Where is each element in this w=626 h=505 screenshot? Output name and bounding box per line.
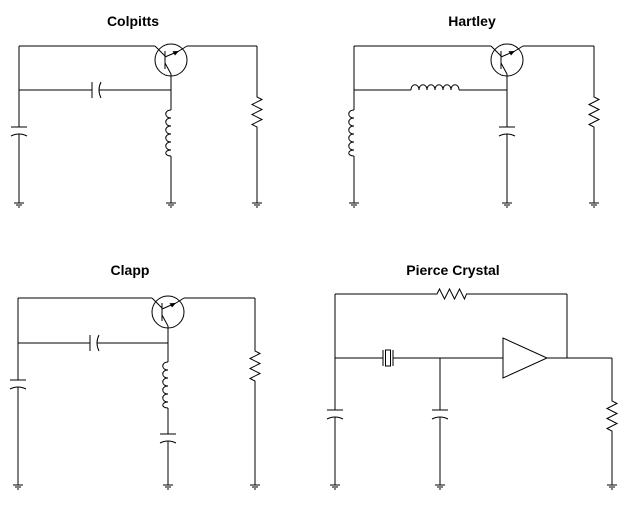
resistor-icon (605, 396, 619, 436)
colpitts-circuit (10, 43, 264, 208)
ground-icon (163, 484, 173, 490)
crystal-icon (382, 349, 394, 367)
hartley-title: Hartley (448, 13, 496, 29)
hartley-circuit (348, 43, 601, 208)
resistor-icon (248, 346, 262, 386)
ground-icon (13, 484, 23, 490)
inductor-icon (348, 109, 355, 157)
pierce-crystal-title: Pierce Crystal (406, 262, 500, 278)
resistor-icon (432, 287, 468, 301)
ground-icon (589, 202, 599, 208)
clapp-wires (17, 297, 256, 485)
capacitor-icon (91, 81, 102, 99)
ground-icon (252, 202, 262, 208)
clapp-title: Clapp (110, 262, 150, 278)
capacitor-icon (326, 409, 344, 420)
ground-icon (349, 202, 359, 208)
ground-icon (166, 202, 176, 208)
ground-icon (607, 484, 617, 490)
ground-icon (435, 484, 445, 490)
resistor-icon (587, 92, 601, 132)
ground-icon (14, 202, 24, 208)
pierce-crystal-circuit (326, 287, 619, 490)
ground-icon (250, 484, 260, 490)
inductor-icon (165, 109, 172, 157)
capacitor-icon (9, 379, 27, 390)
npn-transistor-icon (490, 43, 524, 77)
pierce-wires (334, 293, 613, 485)
npn-transistor-icon (154, 43, 188, 77)
capacitor-icon (89, 334, 100, 352)
capacitor-icon (498, 126, 516, 137)
capacitor-icon (431, 409, 449, 420)
capacitor-icon (159, 433, 177, 444)
clapp-circuit (9, 295, 262, 490)
ground-icon (502, 202, 512, 208)
ground-icon (330, 484, 340, 490)
inductor-icon (162, 361, 169, 409)
hartley-wires (353, 45, 595, 203)
npn-transistor-icon (151, 295, 185, 329)
resistor-icon (250, 92, 264, 132)
colpitts-wires (18, 45, 258, 203)
capacitor-icon (10, 126, 28, 137)
inductor-icon (410, 84, 460, 91)
amplifier-icon (502, 337, 549, 379)
colpitts-title: Colpitts (106, 13, 160, 29)
